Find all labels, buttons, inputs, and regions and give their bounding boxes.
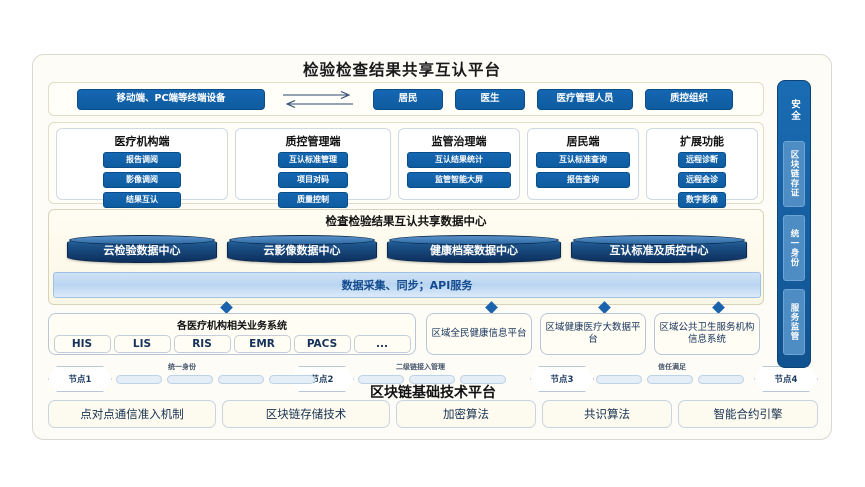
blockchain-platform-title: 区块链基础技术平台 — [370, 385, 496, 401]
tech-card-p2p[interactable]: 点对点通信准入机制 — [48, 400, 216, 428]
platform-card-health-info[interactable]: 区域全民健康信息平台 — [426, 313, 532, 355]
platform-card-public-health[interactable]: 区域公共卫生服务机构信息系统 — [654, 313, 760, 355]
hospital-systems-card: 各医疗机构相关业务系统 HIS LIS RIS EMR PACS ... — [48, 313, 416, 355]
module-card-supervision: 监管治理端 互认结果统计 监管智能大屏 — [398, 128, 520, 200]
module-item[interactable]: 远程会诊 — [678, 172, 726, 188]
module-item[interactable]: 互认标准管理 — [278, 152, 348, 168]
database-cylinder-imaging[interactable]: 云影像数据中心 — [227, 235, 377, 263]
tech-card-consensus[interactable]: 共识算法 — [542, 400, 672, 428]
api-service-bar: 数据采集、同步；API服务 — [53, 272, 761, 298]
role-button-resident[interactable]: 居民 — [373, 89, 443, 110]
blockchain-node[interactable]: 节点1 — [48, 366, 112, 392]
sidebar-item-unified-identity[interactable]: 统一身份 — [783, 215, 805, 281]
role-button-doctor[interactable]: 医生 — [455, 89, 525, 110]
chain-link-label: 二级链接入管理 — [396, 363, 445, 371]
sidebar-item-service-supervision[interactable]: 服务监管 — [783, 289, 805, 355]
security-sidebar: 安全 区块链存证 统一身份 服务监管 — [777, 80, 811, 368]
module-title: 医疗机构端 — [114, 135, 170, 148]
module-card-hospital: 医疗机构端 报告调阅 影像调阅 结果互认 电子病历引用 — [56, 128, 228, 228]
module-card-qc-management: 质控管理端 互认标准管理 项目对码 质量控制 质控分析 — [235, 128, 391, 228]
system-chip-emr[interactable]: EMR — [233, 335, 291, 353]
data-center-band: 检查检验结果互认共享数据中心 云检验数据中心 云影像数据中心 健康档案数据中心 … — [48, 209, 764, 305]
sidebar-title-security: 安全 — [789, 98, 800, 122]
module-item[interactable]: 远程诊断 — [678, 152, 726, 168]
chain-link-icon — [358, 374, 506, 384]
chain-link-label: 信任满足 — [658, 363, 686, 371]
module-item[interactable]: 互认结果统计 — [407, 152, 511, 168]
system-chip-his[interactable]: HIS — [53, 335, 111, 353]
module-item[interactable]: 报告调阅 — [103, 152, 181, 168]
module-card-extensions: 扩展功能 远程诊断 远程会诊 数字影像 远程教学 — [646, 128, 758, 228]
module-title: 监管治理端 — [431, 135, 487, 148]
module-item[interactable]: 报告查询 — [536, 172, 630, 188]
system-chip-more[interactable]: ... — [353, 335, 411, 353]
database-label: 健康档案数据中心 — [430, 244, 518, 257]
module-card-resident: 居民端 互认标准查询 报告查询 — [527, 128, 639, 200]
module-title: 居民端 — [566, 135, 600, 148]
module-item[interactable]: 项目对码 — [278, 172, 348, 188]
module-title: 扩展功能 — [680, 135, 724, 148]
role-button-admin[interactable]: 医疗管理人员 — [537, 89, 633, 110]
module-item[interactable]: 互认标准查询 — [536, 152, 630, 168]
module-item[interactable]: 数字影像 — [678, 192, 726, 208]
module-item[interactable]: 质量控制 — [278, 192, 348, 208]
module-item[interactable]: 监管智能大屏 — [407, 172, 511, 188]
module-title: 质控管理端 — [285, 135, 341, 148]
database-label: 云检验数据中心 — [103, 244, 181, 257]
tech-card-storage[interactable]: 区块链存储技术 — [222, 400, 390, 428]
page-title: 检验检查结果共享互认平台 — [302, 61, 501, 79]
module-item[interactable]: 结果互认 — [103, 192, 181, 208]
chain-link-icon — [596, 374, 744, 384]
modules-band: 医疗机构端 报告调阅 影像调阅 结果互认 电子病历引用 质控管理端 互认标准管理… — [48, 122, 764, 228]
terminal-devices-button[interactable]: 移动端、PC端等终端设备 — [77, 89, 265, 110]
database-cylinder-standard-qc[interactable]: 互认标准及质控中心 — [571, 235, 747, 263]
blockchain-nodes-band: 节点1 节点2 节点3 节点4 统一身份 二级链接入管理 信任满足 — [40, 362, 826, 398]
role-button-qc-org[interactable]: 质控组织 — [645, 89, 733, 110]
chain-link-icon — [116, 374, 315, 384]
system-chip-lis[interactable]: LIS — [113, 335, 171, 353]
tech-card-encryption[interactable]: 加密算法 — [396, 400, 536, 428]
system-chip-ris[interactable]: RIS — [173, 335, 231, 353]
database-label: 云影像数据中心 — [263, 244, 341, 257]
chain-link-label: 统一身份 — [168, 363, 196, 371]
data-center-title: 检查检验结果互认共享数据中心 — [325, 214, 487, 228]
database-cylinder-health-record[interactable]: 健康档案数据中心 — [387, 235, 561, 263]
hospital-systems-title: 各医疗机构相关业务系统 — [177, 321, 287, 332]
platform-card-bigdata[interactable]: 区域健康医疗大数据平台 — [540, 313, 646, 355]
sidebar-item-blockchain-evidence[interactable]: 区块链存证 — [783, 141, 805, 207]
tech-card-smart-contract[interactable]: 智能合约引擎 — [678, 400, 818, 428]
blockchain-tech-band: 点对点通信准入机制 区块链存储技术 加密算法 共识算法 智能合约引擎 — [48, 400, 818, 428]
module-item[interactable]: 影像调阅 — [103, 172, 181, 188]
database-cylinder-lab[interactable]: 云检验数据中心 — [67, 235, 217, 263]
source-systems-band: 各医疗机构相关业务系统 HIS LIS RIS EMR PACS ... 区域全… — [48, 313, 764, 357]
system-chip-pacs[interactable]: PACS — [293, 335, 351, 353]
terminals-band: 移动端、PC端等终端设备 居民 医生 医疗管理人员 质控组织 — [48, 82, 764, 116]
blockchain-node[interactable]: 节点3 — [530, 366, 594, 392]
bidirectional-arrows-icon — [281, 89, 355, 110]
database-label: 互认标准及质控中心 — [609, 244, 709, 257]
data-center-cylinders: 云检验数据中心 云影像数据中心 健康档案数据中心 互认标准及质控中心 — [49, 232, 765, 268]
